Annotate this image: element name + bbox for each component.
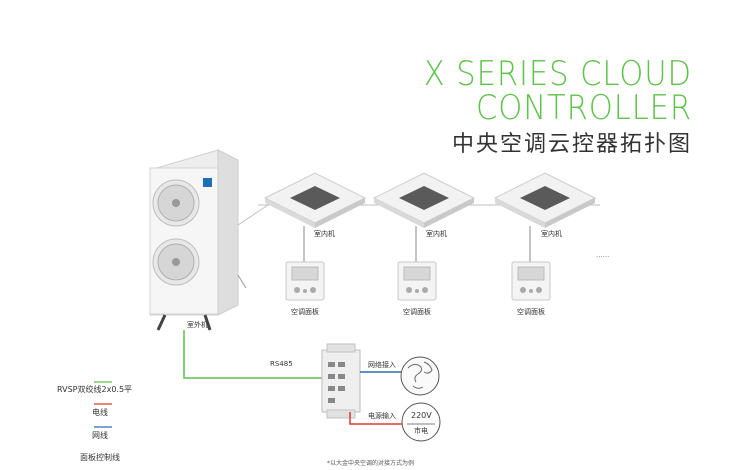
power-line [349, 412, 402, 425]
title-line-1: X SERIES CLOUD [423, 54, 692, 94]
network-in-label: 网络接入 [368, 361, 396, 369]
title-subtitle: 中央空调云控器拓扑图 [451, 132, 692, 157]
panel-label-2: 空调面板 [403, 308, 431, 316]
legend-label-panel: 面板控制线 [80, 453, 120, 462]
rs485-line [183, 330, 322, 379]
outdoor-unit-label: 室外机 [187, 321, 208, 329]
mains-label: 市电 [414, 427, 428, 435]
indoor-unit-label-2: 室内机 [426, 230, 447, 238]
outdoor-unit [149, 149, 247, 331]
power-in-label: 电源输入 [368, 412, 396, 420]
legend-label-twisted: RVSP双绞线2x0.5平 [57, 385, 133, 394]
indoor-unit-label-3: 室内机 [541, 230, 562, 238]
globe-icon [400, 356, 440, 396]
footnote: *以大金中央空调的对接方式为例 [327, 460, 415, 467]
voltage-label: 220V [411, 411, 432, 420]
indoor-unit-2 [372, 172, 476, 262]
legend-label-network: 网线 [92, 431, 108, 440]
rs485-label: RS485 [270, 360, 293, 368]
control-panel-3 [511, 261, 551, 301]
indoor-unit-1 [263, 172, 367, 262]
control-panel-2 [397, 261, 437, 301]
panel-label-1: 空调面板 [291, 308, 319, 316]
indoor-unit-label-1: 室内机 [314, 230, 335, 238]
control-panel-1 [285, 261, 325, 301]
indoor-unit-3 [493, 172, 597, 262]
power-source-circle [401, 402, 441, 442]
title-line-2: CONTROLLER [475, 88, 692, 128]
legend-label-power: 电线 [92, 408, 108, 417]
cloud-controller-device [321, 343, 361, 419]
ellipsis-more: ...... [596, 251, 610, 259]
panel-label-3: 空调面板 [517, 308, 545, 316]
